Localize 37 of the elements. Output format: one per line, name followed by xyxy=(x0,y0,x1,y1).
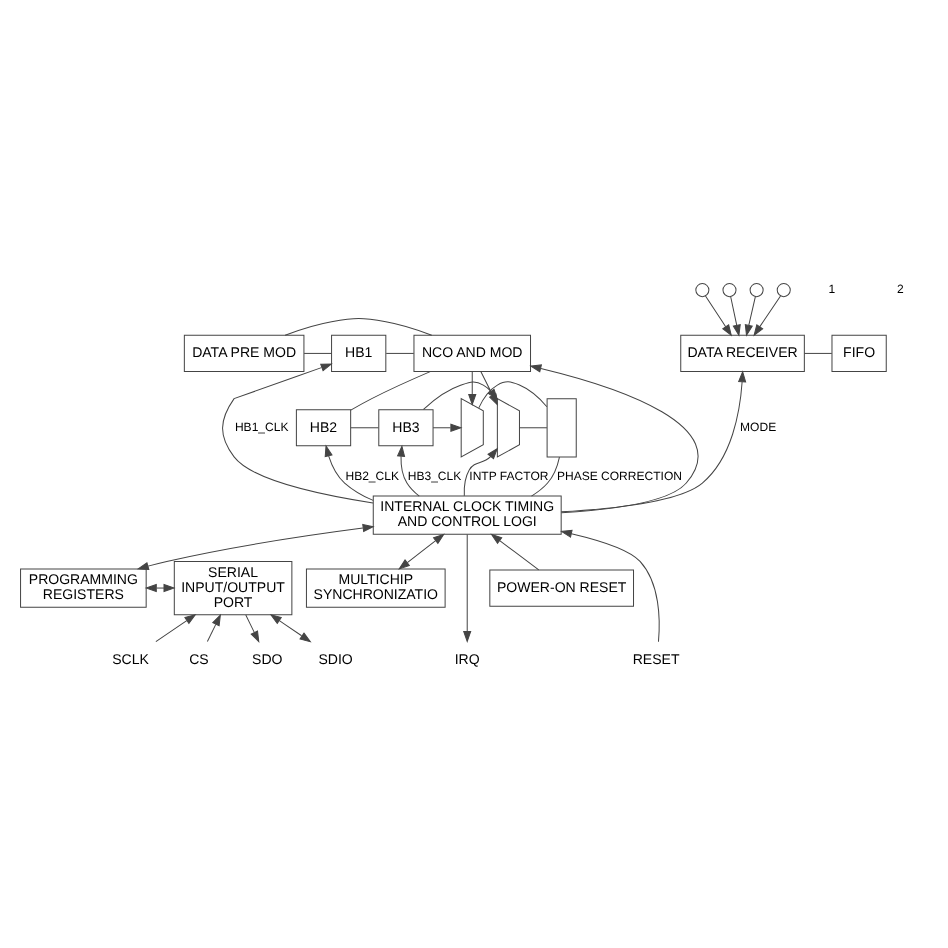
node-circle xyxy=(722,282,737,297)
arrow xyxy=(324,444,374,500)
arrow xyxy=(560,528,660,642)
arrow xyxy=(468,370,477,405)
connector xyxy=(803,351,833,353)
arrow xyxy=(145,583,175,592)
arrow xyxy=(270,613,311,642)
arrow xyxy=(560,370,747,512)
arrow xyxy=(206,613,221,642)
connector xyxy=(519,426,548,428)
connector xyxy=(284,317,433,335)
arrow xyxy=(432,422,462,431)
node-circle xyxy=(749,282,764,297)
node-box xyxy=(546,397,577,457)
arrow xyxy=(744,295,756,335)
arrow xyxy=(491,532,540,570)
connector xyxy=(531,455,560,496)
connector xyxy=(350,370,431,410)
arrow xyxy=(222,362,374,503)
node-trapezoid xyxy=(460,397,484,457)
arrow xyxy=(730,295,741,335)
arrow xyxy=(753,294,781,335)
arrow xyxy=(398,532,445,569)
arrow xyxy=(705,294,732,335)
arrow xyxy=(245,613,260,642)
arrow xyxy=(397,444,420,496)
node-trapezoid xyxy=(496,397,520,457)
connector xyxy=(385,351,415,353)
connector xyxy=(350,426,379,428)
arrow xyxy=(463,447,498,496)
node-circle xyxy=(695,282,710,297)
arrow xyxy=(530,363,699,513)
node-circle xyxy=(776,282,791,297)
arrow xyxy=(155,613,196,642)
arrow xyxy=(137,523,374,570)
arrow xyxy=(463,533,472,641)
connector xyxy=(303,351,332,353)
